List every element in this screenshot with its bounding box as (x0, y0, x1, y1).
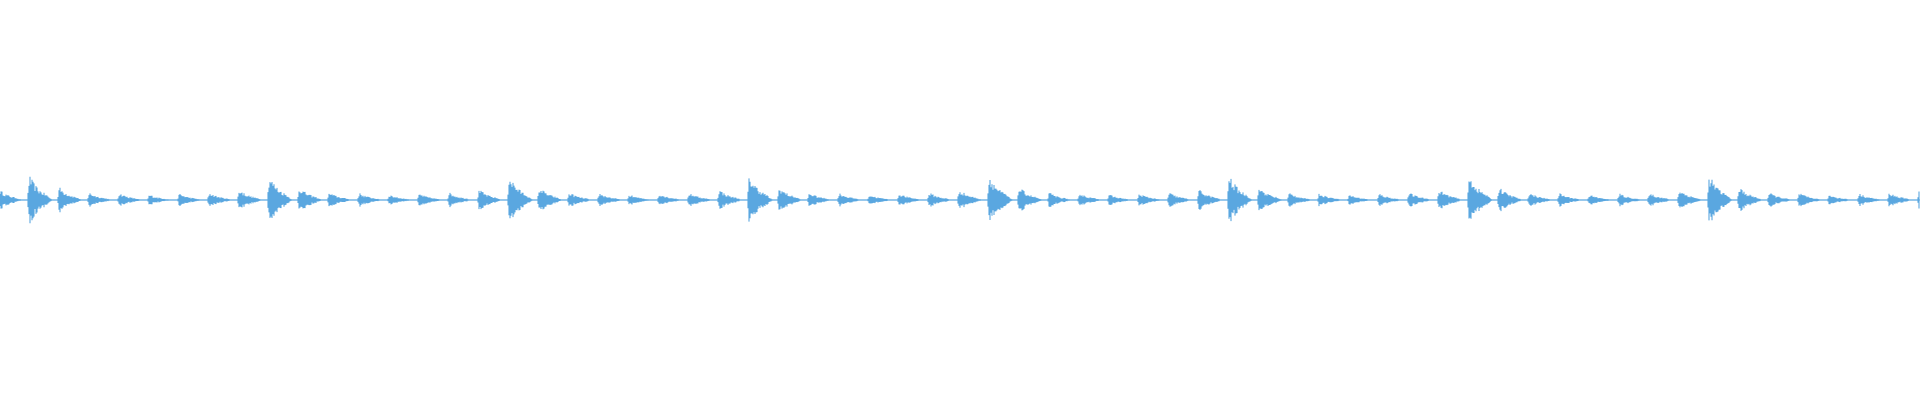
waveform-bars (0, 176, 1920, 224)
